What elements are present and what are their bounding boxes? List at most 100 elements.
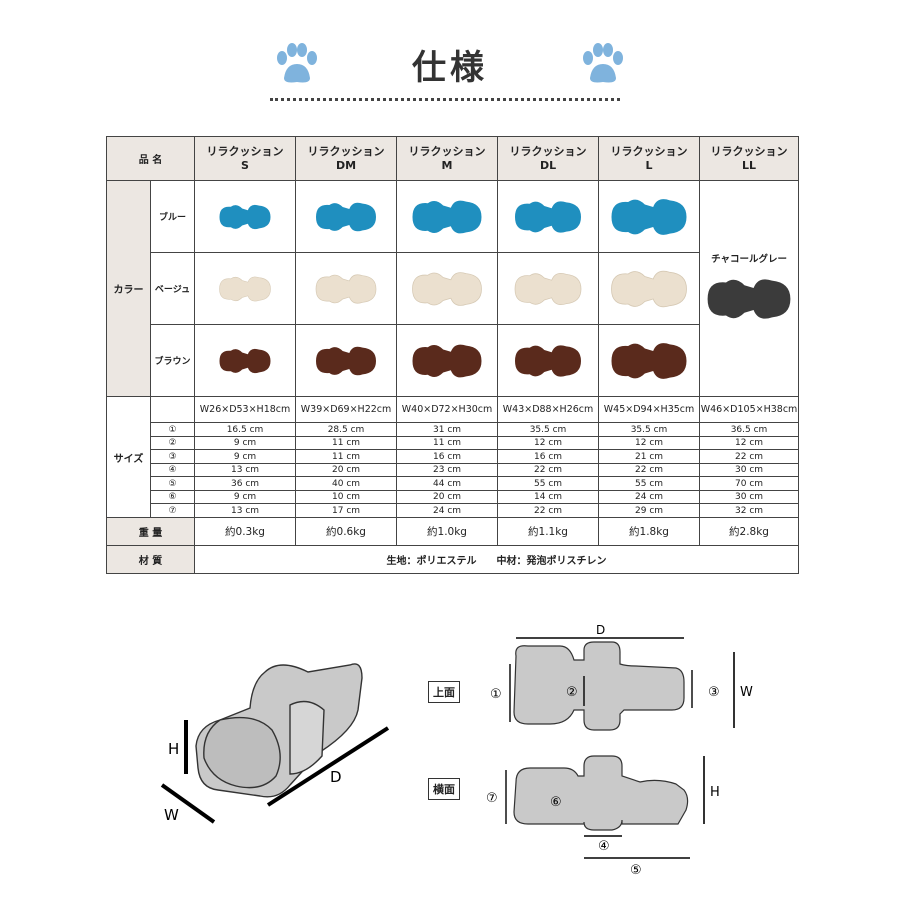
dimension-value: 29 cm (598, 503, 701, 518)
page-title: 仕様 (412, 48, 488, 88)
dimension-value: 9 cm (194, 449, 297, 464)
dimension-value: 12 cm (598, 435, 701, 451)
size-dims-cell: W43×D88×H26cm (497, 396, 600, 424)
dimension-value: 30 cm (699, 489, 800, 505)
pillow-image-brown-s (194, 324, 297, 398)
dimension-value: 16 cm (497, 449, 600, 464)
color-header: カラー (106, 180, 151, 398)
size-dims-cell: W45×D94×H35cm (598, 396, 701, 424)
dimension-value: 35.5 cm (497, 422, 600, 437)
pillow-image-blue-dl (497, 180, 600, 254)
dimension-value: 16 cm (396, 449, 499, 464)
dimension-value: 55 cm (598, 476, 701, 491)
size-dims-cell: W40×D72×H30cm (396, 396, 499, 424)
color-name-blue: ブルー (149, 180, 196, 254)
dimension-value: 28.5 cm (295, 422, 398, 437)
dimension-value: 16.5 cm (194, 422, 297, 437)
side-n6-label: ⑥ (550, 795, 562, 810)
top-n1-label: ① (490, 687, 502, 702)
size-spacer (149, 396, 196, 424)
dimension-value: 12 cm (497, 435, 600, 451)
top-w-label: W (740, 685, 753, 700)
dimension-row: ⑦ 13 cm 17 cm 24 cm 22 cm 29 cm 32 cm (107, 503, 800, 518)
iso-w-label: W (164, 806, 179, 824)
material-row: 材 質 生地：ポリエステル 中材：発泡ポリスチレン (105, 544, 800, 575)
size-dims-cell: W46×D105×H38cm (699, 396, 800, 424)
pillow-image-brown-dl (497, 324, 600, 398)
color-row-blue: カラー ブルー チャコールグレー (106, 180, 800, 398)
weight-cell: 約1.8kg (598, 516, 701, 546)
weight-row: 重 量 約0.3kg 約0.6kg 約1.0kg 約1.1kg 約1.8kg 約… (105, 516, 800, 546)
dimension-row: ① 16.5 cm 28.5 cm 31 cm 35.5 cm 35.5 cm … (107, 422, 800, 437)
size-dims-row: サイズ W26×D53×H18cm W39×D69×H22cm W40×D72×… (106, 396, 800, 518)
dimension-value: 24 cm (396, 503, 499, 518)
dimension-value: 10 cm (295, 489, 398, 505)
dimension-value: 36.5 cm (699, 422, 800, 437)
dimension-value: 22 cm (598, 462, 701, 478)
dimension-number: ⑥ (149, 489, 196, 505)
dimension-number: ④ (149, 462, 196, 478)
top-n3-label: ③ (708, 685, 720, 700)
dimension-row: ⑤ 36 cm 40 cm 44 cm 55 cm 55 cm 70 cm (107, 476, 800, 491)
color-name-beige: ベージュ (149, 252, 196, 326)
side-view-diagram: H ⑦ ⑥ ④ ⑤ (486, 755, 720, 878)
top-view-tag: 上面 (428, 681, 460, 703)
dimension-value: 11 cm (295, 435, 398, 451)
dimension-value: 20 cm (295, 462, 398, 478)
dimension-number: ③ (149, 449, 196, 464)
dimension-value: 22 cm (497, 503, 600, 518)
pillow-image-brown-l (598, 324, 701, 398)
product-name-header: 品 名 (105, 135, 196, 182)
dimension-value: 36 cm (194, 476, 297, 491)
pillow-image-charcoal-ll (707, 278, 791, 319)
top-view-diagram: D ① ② ③ W (490, 623, 753, 731)
dotted-divider (270, 98, 620, 101)
dimension-value: 55 cm (497, 476, 600, 491)
material-cell: 生地：ポリエステル 中材：発泡ポリスチレン (194, 544, 800, 575)
top-n2-label: ② (566, 685, 578, 700)
weight-header: 重 量 (105, 516, 196, 546)
dimension-number: ② (149, 435, 196, 451)
side-n4-label: ④ (598, 839, 610, 854)
color-row-beige: ベージュ (107, 252, 799, 326)
dimension-value: 9 cm (194, 489, 297, 505)
iso-d-label: D (330, 768, 342, 786)
iso-w-line (160, 783, 216, 824)
dimension-value: 40 cm (295, 476, 398, 491)
iso-d-line (266, 726, 390, 807)
pillow-image-blue-dm (295, 180, 398, 254)
dimension-value: 22 cm (699, 449, 800, 464)
pillow-image-brown-m (396, 324, 499, 398)
paw-icon (277, 43, 317, 83)
size-header: サイズ (106, 396, 151, 518)
dimension-value: 20 cm (396, 489, 499, 505)
side-n7-label: ⑦ (486, 791, 498, 806)
dimension-value: 23 cm (396, 462, 499, 478)
pillow-image-beige-l (598, 252, 701, 326)
weight-cell: 約2.8kg (699, 516, 800, 546)
dimension-value: 14 cm (497, 489, 600, 505)
weight-cell: 約1.0kg (396, 516, 499, 546)
pillow-image-beige-m (396, 252, 499, 326)
pillow-image-beige-dl (497, 252, 600, 326)
side-h-label: H (710, 785, 720, 800)
dimension-value: 70 cm (699, 476, 800, 491)
pillow-image-blue-l (598, 180, 701, 254)
dimension-number: ① (149, 422, 196, 437)
dimension-value: 35.5 cm (598, 422, 701, 437)
dimension-value: 17 cm (295, 503, 398, 518)
dimension-value: 44 cm (396, 476, 499, 491)
pillow-image-blue-m (396, 180, 499, 254)
top-d-label: D (596, 623, 605, 637)
size-dims-cell: W39×D69×H22cm (295, 396, 398, 424)
color-name-brown: ブラウン (149, 324, 196, 398)
side-view-tag: 横面 (428, 778, 460, 800)
size-dims-cell: W26×D53×H18cm (194, 396, 297, 424)
dimension-value: 24 cm (598, 489, 701, 505)
